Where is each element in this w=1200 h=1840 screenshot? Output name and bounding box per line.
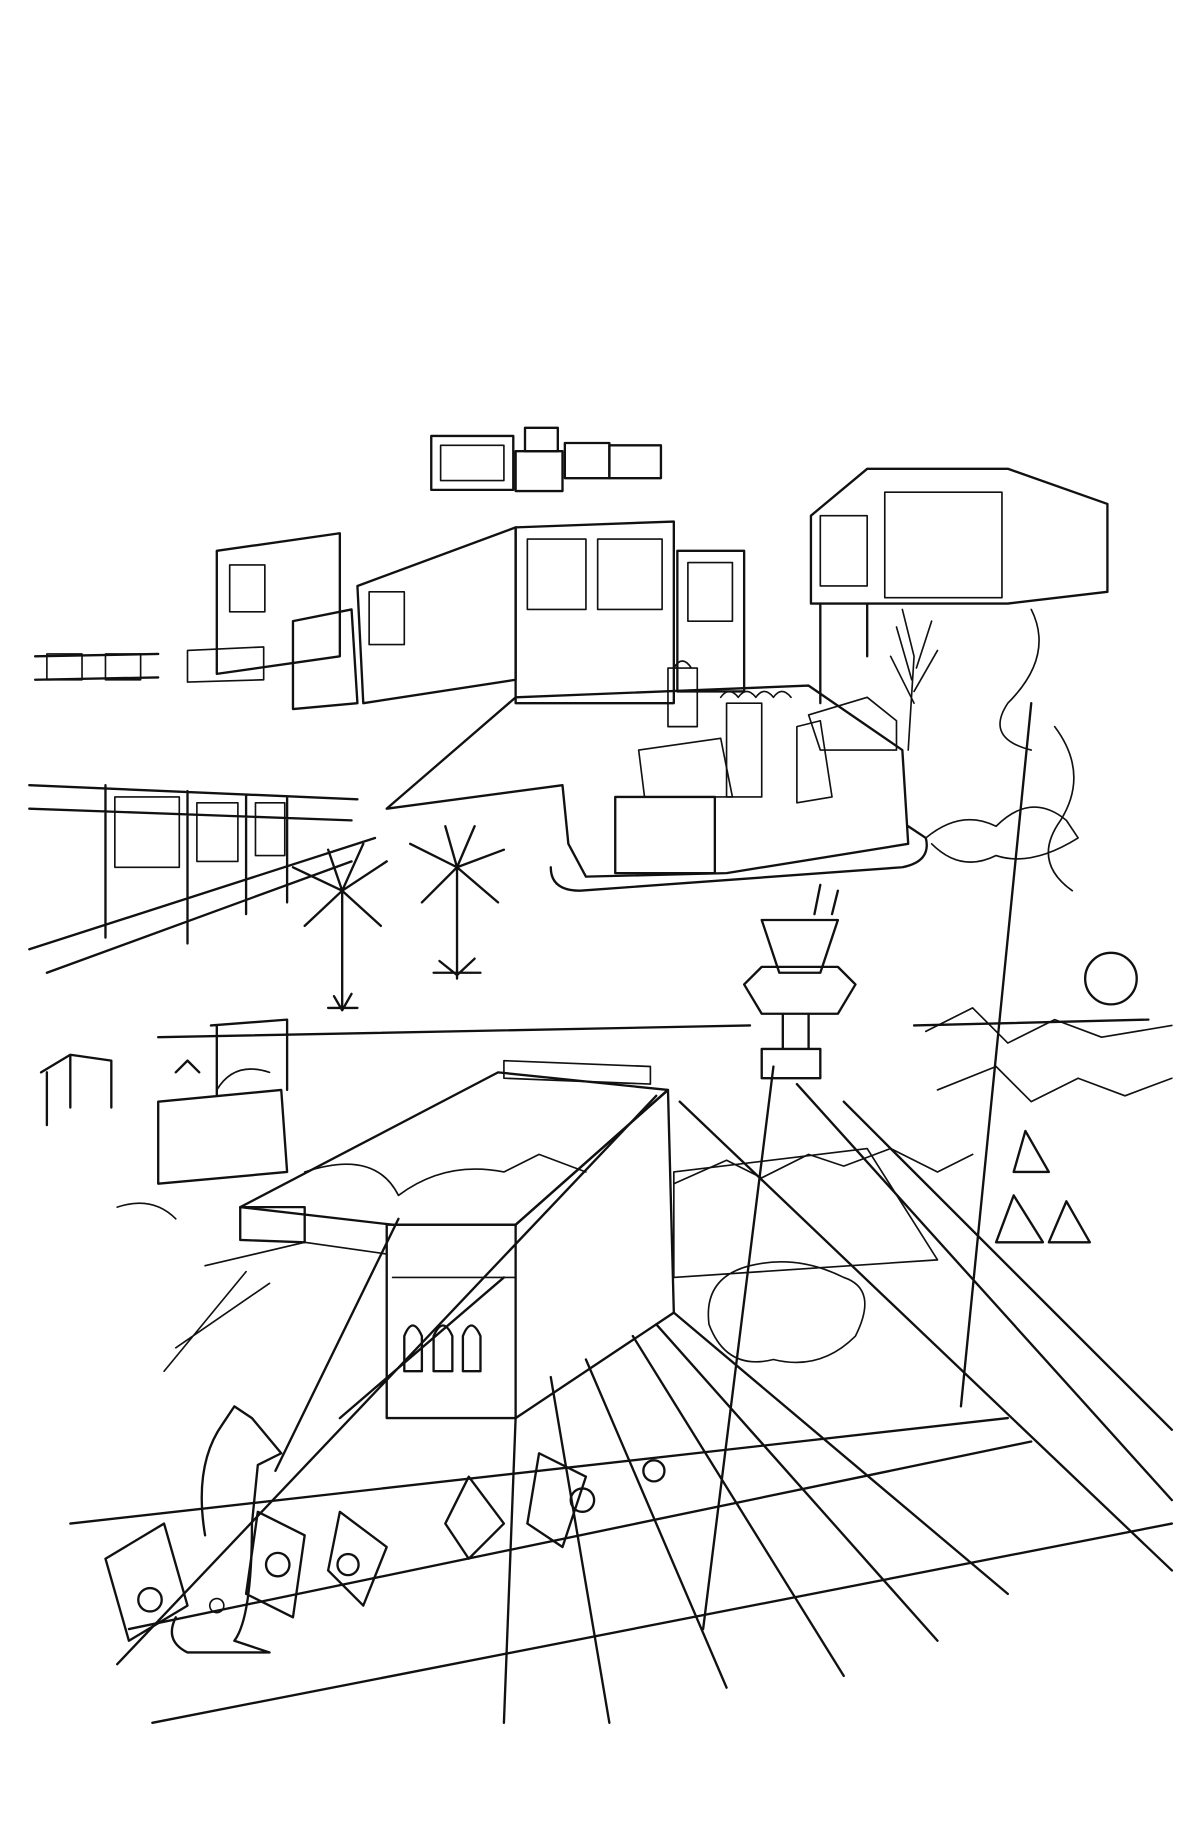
modular-buildings — [33, 467, 1109, 711]
floating-boxes — [430, 426, 663, 493]
cloud-lines — [924, 608, 1079, 892]
left-buildings — [39, 1018, 289, 1185]
patterned-wall — [104, 1452, 666, 1642]
mountains — [116, 1007, 1173, 1220]
palm-trees — [291, 825, 506, 1012]
sun — [1083, 951, 1138, 1006]
fortress — [385, 660, 928, 892]
main-building — [163, 1059, 675, 1420]
horizon — [157, 1018, 1150, 1039]
triangles — [994, 1129, 1092, 1244]
control-tower — [742, 883, 857, 1080]
radiating-lines — [69, 702, 1174, 1724]
garden — [673, 1147, 939, 1364]
colonnade — [28, 784, 377, 974]
bare-tree — [889, 608, 939, 751]
